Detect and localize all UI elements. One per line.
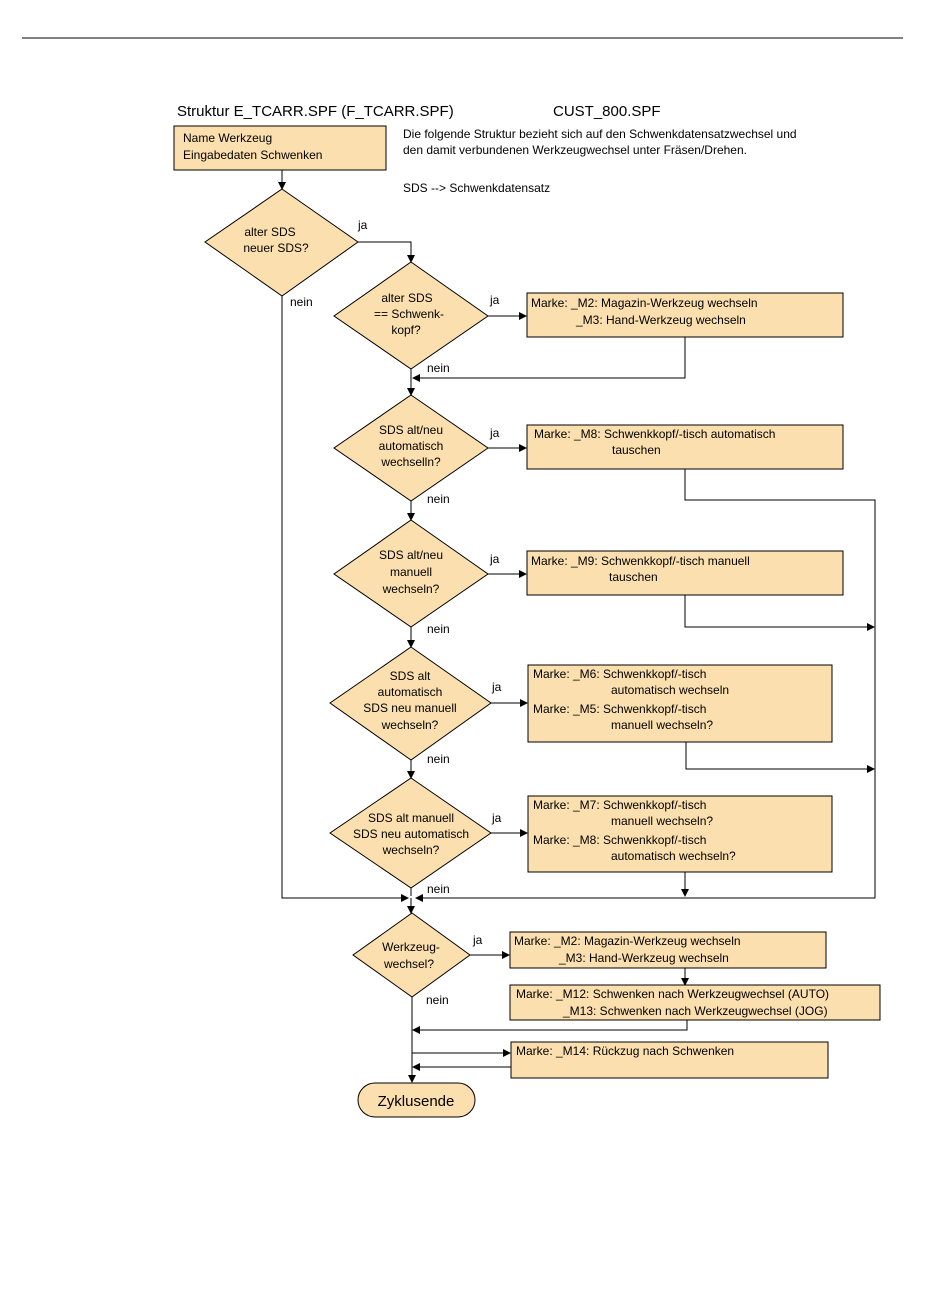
start-box-line-2: Eingabedaten Schwenken (183, 148, 322, 162)
svg-text:manuell wechseln?: manuell wechseln? (611, 814, 713, 828)
decision-7-no-label: nein (426, 993, 449, 1007)
decision-2-no-label: nein (427, 361, 450, 375)
svg-text:alter SDS: alter SDS (244, 225, 295, 239)
cust-title: CUST_800.SPF (553, 103, 661, 120)
decision-7-yes-label: ja (472, 933, 483, 947)
decision-schwenkkopf: alter SDS == Schwenk- kopf? (333, 261, 489, 370)
decision-1-yes-label: ja (357, 218, 368, 232)
decision-manuell-wechseln: SDS alt/neu manuell wechseln? (333, 519, 489, 628)
decision-6-yes-label: ja (491, 811, 502, 825)
svg-text:Marke: _M12: Schwenken nach We: Marke: _M12: Schwenken nach Werkzeugwech… (516, 987, 829, 1001)
end-terminator: Zyklusende (357, 1082, 476, 1118)
svg-text:automatisch wechseln?: automatisch wechseln? (611, 849, 736, 863)
decision-alt-auto-neu-manuell: SDS alt automatisch SDS neu manuell wech… (329, 646, 492, 761)
svg-text:wechseln?: wechseln? (381, 718, 439, 732)
svg-text:tauschen: tauschen (612, 443, 661, 457)
marker-box-m14: Marke: _M14: Rückzug nach Schwenken (510, 1041, 829, 1079)
svg-text:Marke: _M2: Magazin-Werkzeug w: Marke: _M2: Magazin-Werkzeug wechseln (514, 934, 741, 948)
description-line-2: den damit verbundenen Werkzeugwechsel un… (403, 143, 747, 157)
svg-text:kopf?: kopf? (391, 323, 421, 337)
decision-automatisch-wechseln: SDS alt/neu automatisch wechselln? (333, 394, 489, 502)
svg-text:Marke: _M8: Schwenkkopf/-tisch: Marke: _M8: Schwenkkopf/-tisch (533, 833, 706, 847)
decision-6-no-label: nein (427, 882, 450, 896)
description-line-1: Die folgende Struktur bezieht sich auf d… (403, 127, 797, 141)
svg-text:Marke: _M5: Schwenkkopf/-tisch: Marke: _M5: Schwenkkopf/-tisch (533, 702, 706, 716)
svg-text:neuer SDS?: neuer SDS? (243, 241, 309, 255)
svg-text:manuell: manuell (390, 565, 432, 579)
decision-werkzeugwechsel: Werkzeug- wechsel? (352, 912, 471, 998)
svg-text:Marke: _M7: Schwenkkopf/-tisch: Marke: _M7: Schwenkkopf/-tisch (533, 798, 706, 812)
end-label: Zyklusende (378, 1093, 455, 1110)
svg-text:alter SDS: alter SDS (381, 291, 432, 305)
svg-text:automatisch: automatisch (378, 685, 443, 699)
svg-text:Marke: _M6: Schwenkkopf/-tisch: Marke: _M6: Schwenkkopf/-tisch (533, 667, 706, 681)
svg-text:SDS alt: SDS alt (390, 669, 431, 683)
svg-text:_M3: Hand-Werkzeug wechseln: _M3: Hand-Werkzeug wechseln (558, 951, 729, 965)
svg-text:wechsel?: wechsel? (383, 957, 434, 971)
svg-text:SDS neu manuell: SDS neu manuell (363, 701, 456, 715)
svg-text:_M3: Hand-Werkzeug wechseln: _M3: Hand-Werkzeug wechseln (575, 313, 746, 327)
decision-5-no-label: nein (427, 752, 450, 766)
abbreviation-note: SDS --> Schwenkdatensatz (403, 181, 550, 195)
marker-box-m2-m3-tool: Marke: _M2: Magazin-Werkzeug wechseln _M… (509, 931, 827, 969)
svg-text:SDS alt manuell: SDS alt manuell (368, 811, 454, 825)
decision-alter-neuer-sds: alter SDS neuer SDS? (204, 188, 359, 297)
decision-4-yes-label: ja (489, 552, 500, 566)
svg-text:wechseln?: wechseln? (382, 843, 440, 857)
svg-text:manuell wechseln?: manuell wechseln? (611, 718, 713, 732)
svg-text:automatisch: automatisch (379, 439, 444, 453)
marker-box-m8: Marke: _M8: Schwenkkopf/-tisch automatis… (526, 424, 844, 470)
svg-text:== Schwenk-: == Schwenk- (374, 307, 444, 321)
decision-4-no-label: nein (427, 622, 450, 636)
marker-box-m2-m3: Marke: _M2: Magazin-Werkzeug wechseln _M… (526, 292, 844, 338)
svg-text:Marke: _M9: Schwenkkopf/-tisch: Marke: _M9: Schwenkkopf/-tisch manuell (531, 554, 750, 568)
svg-text:wechseln?: wechseln? (382, 582, 440, 596)
decision-1-no-label: nein (290, 295, 313, 309)
svg-text:Marke: _M8: Schwenkkopf/-tisch: Marke: _M8: Schwenkkopf/-tisch automatis… (534, 427, 775, 441)
svg-text:wechselln?: wechselln? (380, 455, 441, 469)
svg-text:Marke: _M2: Magazin-Werkzeug w: Marke: _M2: Magazin-Werkzeug wechseln (531, 296, 758, 310)
start-box: Name Werkzeug Eingabedaten Schwenken (173, 125, 387, 171)
marker-box-m6-m5: Marke: _M6: Schwenkkopf/-tisch automatis… (527, 664, 833, 743)
svg-text:automatisch wechseln: automatisch wechseln (611, 683, 729, 697)
decision-3-no-label: nein (427, 492, 450, 506)
svg-text:SDS alt/neu: SDS alt/neu (379, 423, 443, 437)
decision-3-yes-label: ja (489, 426, 500, 440)
svg-text:Marke: _M14: Rückzug nach Schw: Marke: _M14: Rückzug nach Schwenken (516, 1044, 734, 1058)
marker-box-m12-m13: Marke: _M12: Schwenken nach Werkzeugwech… (509, 984, 881, 1021)
svg-text:SDS alt/neu: SDS alt/neu (379, 548, 443, 562)
svg-text:_M13: Schwenken nach Werkzeugw: _M13: Schwenken nach Werkzeugwechsel (JO… (562, 1004, 828, 1018)
decision-5-yes-label: ja (491, 680, 502, 694)
svg-text:tauschen: tauschen (609, 570, 658, 584)
structure-title: Struktur E_TCARR.SPF (F_TCARR.SPF) (177, 103, 454, 120)
marker-box-m7-m8: Marke: _M7: Schwenkkopf/-tisch manuell w… (527, 795, 833, 873)
svg-text:SDS neu automatisch: SDS neu automatisch (353, 827, 469, 841)
marker-box-m9: Marke: _M9: Schwenkkopf/-tisch manuell t… (526, 550, 844, 596)
start-box-line-1: Name Werkzeug (183, 131, 272, 145)
svg-text:Werkzeug-: Werkzeug- (382, 940, 440, 954)
decision-2-yes-label: ja (489, 293, 500, 307)
decision-alt-manuell-neu-auto: SDS alt manuell SDS neu automatisch wech… (329, 777, 492, 889)
connectors (278, 170, 876, 1083)
